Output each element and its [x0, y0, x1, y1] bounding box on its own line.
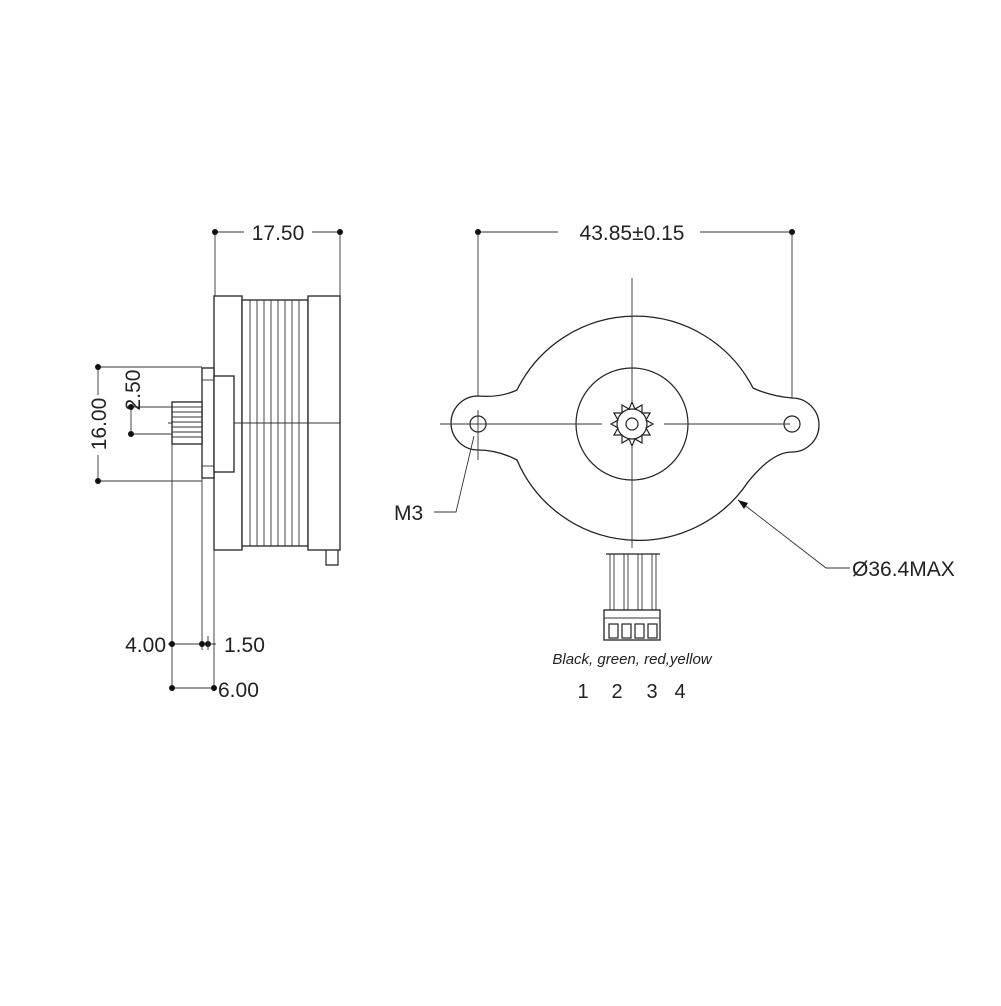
- motor-front-outline: [450, 315, 820, 541]
- dim-total-6-00: 6.00: [169, 679, 259, 702]
- dim-total-label: 6.00: [218, 679, 259, 702]
- dim-width-17-50: 17.50: [212, 222, 343, 296]
- dim-mount-spacing-label: 43.85±0.15: [580, 222, 685, 245]
- dim-height-16-00: 16.00: [88, 364, 202, 484]
- dim-flange-label: 1.50: [224, 634, 265, 657]
- dim-width-label: 17.50: [252, 222, 305, 245]
- pin-number: 3: [646, 681, 657, 703]
- callout-diameter: Ø36.4MAX: [737, 499, 955, 581]
- dim-gear-offset-2-50: 2.50: [122, 370, 172, 437]
- label-diameter: Ø36.4MAX: [852, 558, 955, 581]
- wire-colors-label: Black, green, red,yellow: [552, 651, 712, 668]
- dim-shaft-label: 4.00: [125, 634, 166, 657]
- pin-number: 4: [674, 681, 685, 703]
- dim-mount-spacing: 43.85±0.15: [475, 222, 795, 408]
- connector: [603, 609, 661, 641]
- dim-flange-1-50: 1.50: [207, 634, 265, 657]
- pin-number: 2: [611, 681, 622, 703]
- dim-height-label: 16.00: [88, 398, 111, 451]
- callout-m3: M3: [394, 435, 475, 525]
- pin-number: 1: [577, 681, 588, 703]
- motor-side-body: [168, 295, 341, 690]
- front-view: 43.85±0.15: [394, 222, 955, 703]
- dim-gear-offset-label: 2.50: [122, 370, 145, 411]
- side-view: 17.50: [88, 222, 343, 702]
- label-m3: M3: [394, 502, 423, 525]
- wire-harness: [603, 553, 661, 641]
- pin-numbers: 1 2 3 4: [577, 681, 685, 703]
